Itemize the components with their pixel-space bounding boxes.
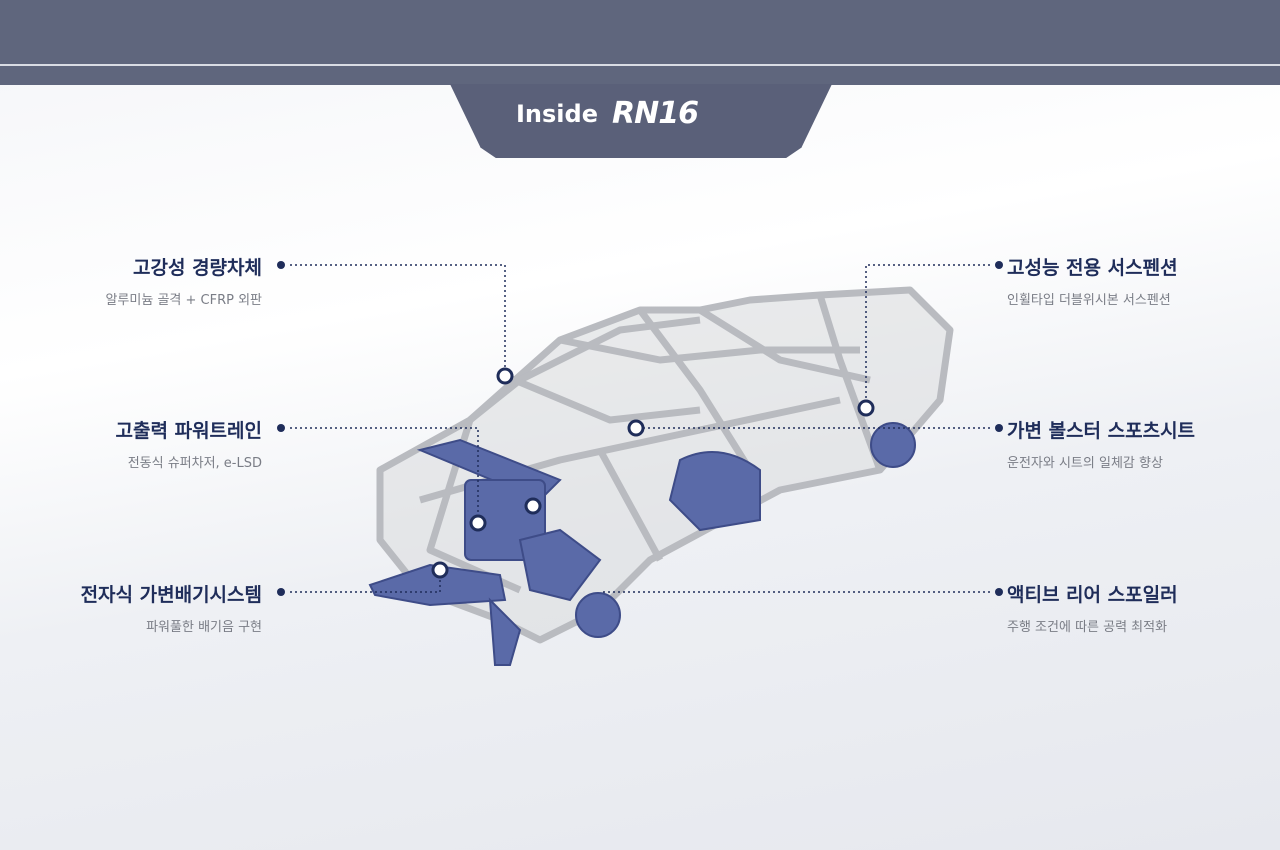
feature-subtitle: 인휠타입 더블위시본 서스펜션 [1007,293,1171,308]
feature-powertrain: 고출력 파워트레인 전동식 슈퍼차저, e-LSD [116,416,262,471]
feature-subtitle: 주행 조건에 따른 공력 최적화 [1007,620,1168,635]
feature-suspension: 고성능 전용 서스펜션 인휠타입 더블위시본 서스펜션 [1007,253,1178,308]
feature-exhaust: 전자식 가변배기시스템 파워풀한 배기음 구현 [81,580,262,635]
feature-subtitle: 운전자와 시트의 일체감 향상 [1007,456,1163,471]
title-tab [450,84,832,158]
blue-components [368,422,916,666]
feature-body: 고강성 경량차체 알루미늄 골격 + CFRP 외판 [105,253,262,308]
feature-subtitle: 전동식 슈퍼차저, e-LSD [127,456,262,471]
rn16-logo: RN16 [612,96,699,131]
callout-lines [290,264,990,593]
feature-subtitle: 알루미늄 골격 + CFRP 외판 [105,293,262,308]
feature-title: 고성능 전용 서스펜션 [1007,257,1178,279]
feature-title: 가변 볼스터 스포츠시트 [1007,420,1196,442]
title-text: Inside [516,100,598,128]
feature-title: 액티브 리어 스포일러 [1007,584,1178,606]
feature-title: 고강성 경량차체 [133,257,262,279]
feature-subtitle: 파워풀한 배기음 구현 [146,620,262,635]
header-bar [0,0,1280,85]
feature-title: 전자식 가변배기시스템 [80,584,262,606]
header-divider [0,64,1280,66]
feature-seat: 가변 볼스터 스포츠시트 운전자와 시트의 일체감 향상 [1007,416,1195,471]
callout-dots [277,261,1003,596]
hotspot-markers[interactable] [431,367,875,579]
feature-spoiler: 액티브 리어 스포일러 주행 조건에 따른 공력 최적화 [1007,580,1178,635]
feature-title: 고출력 파워트레인 [115,420,262,442]
